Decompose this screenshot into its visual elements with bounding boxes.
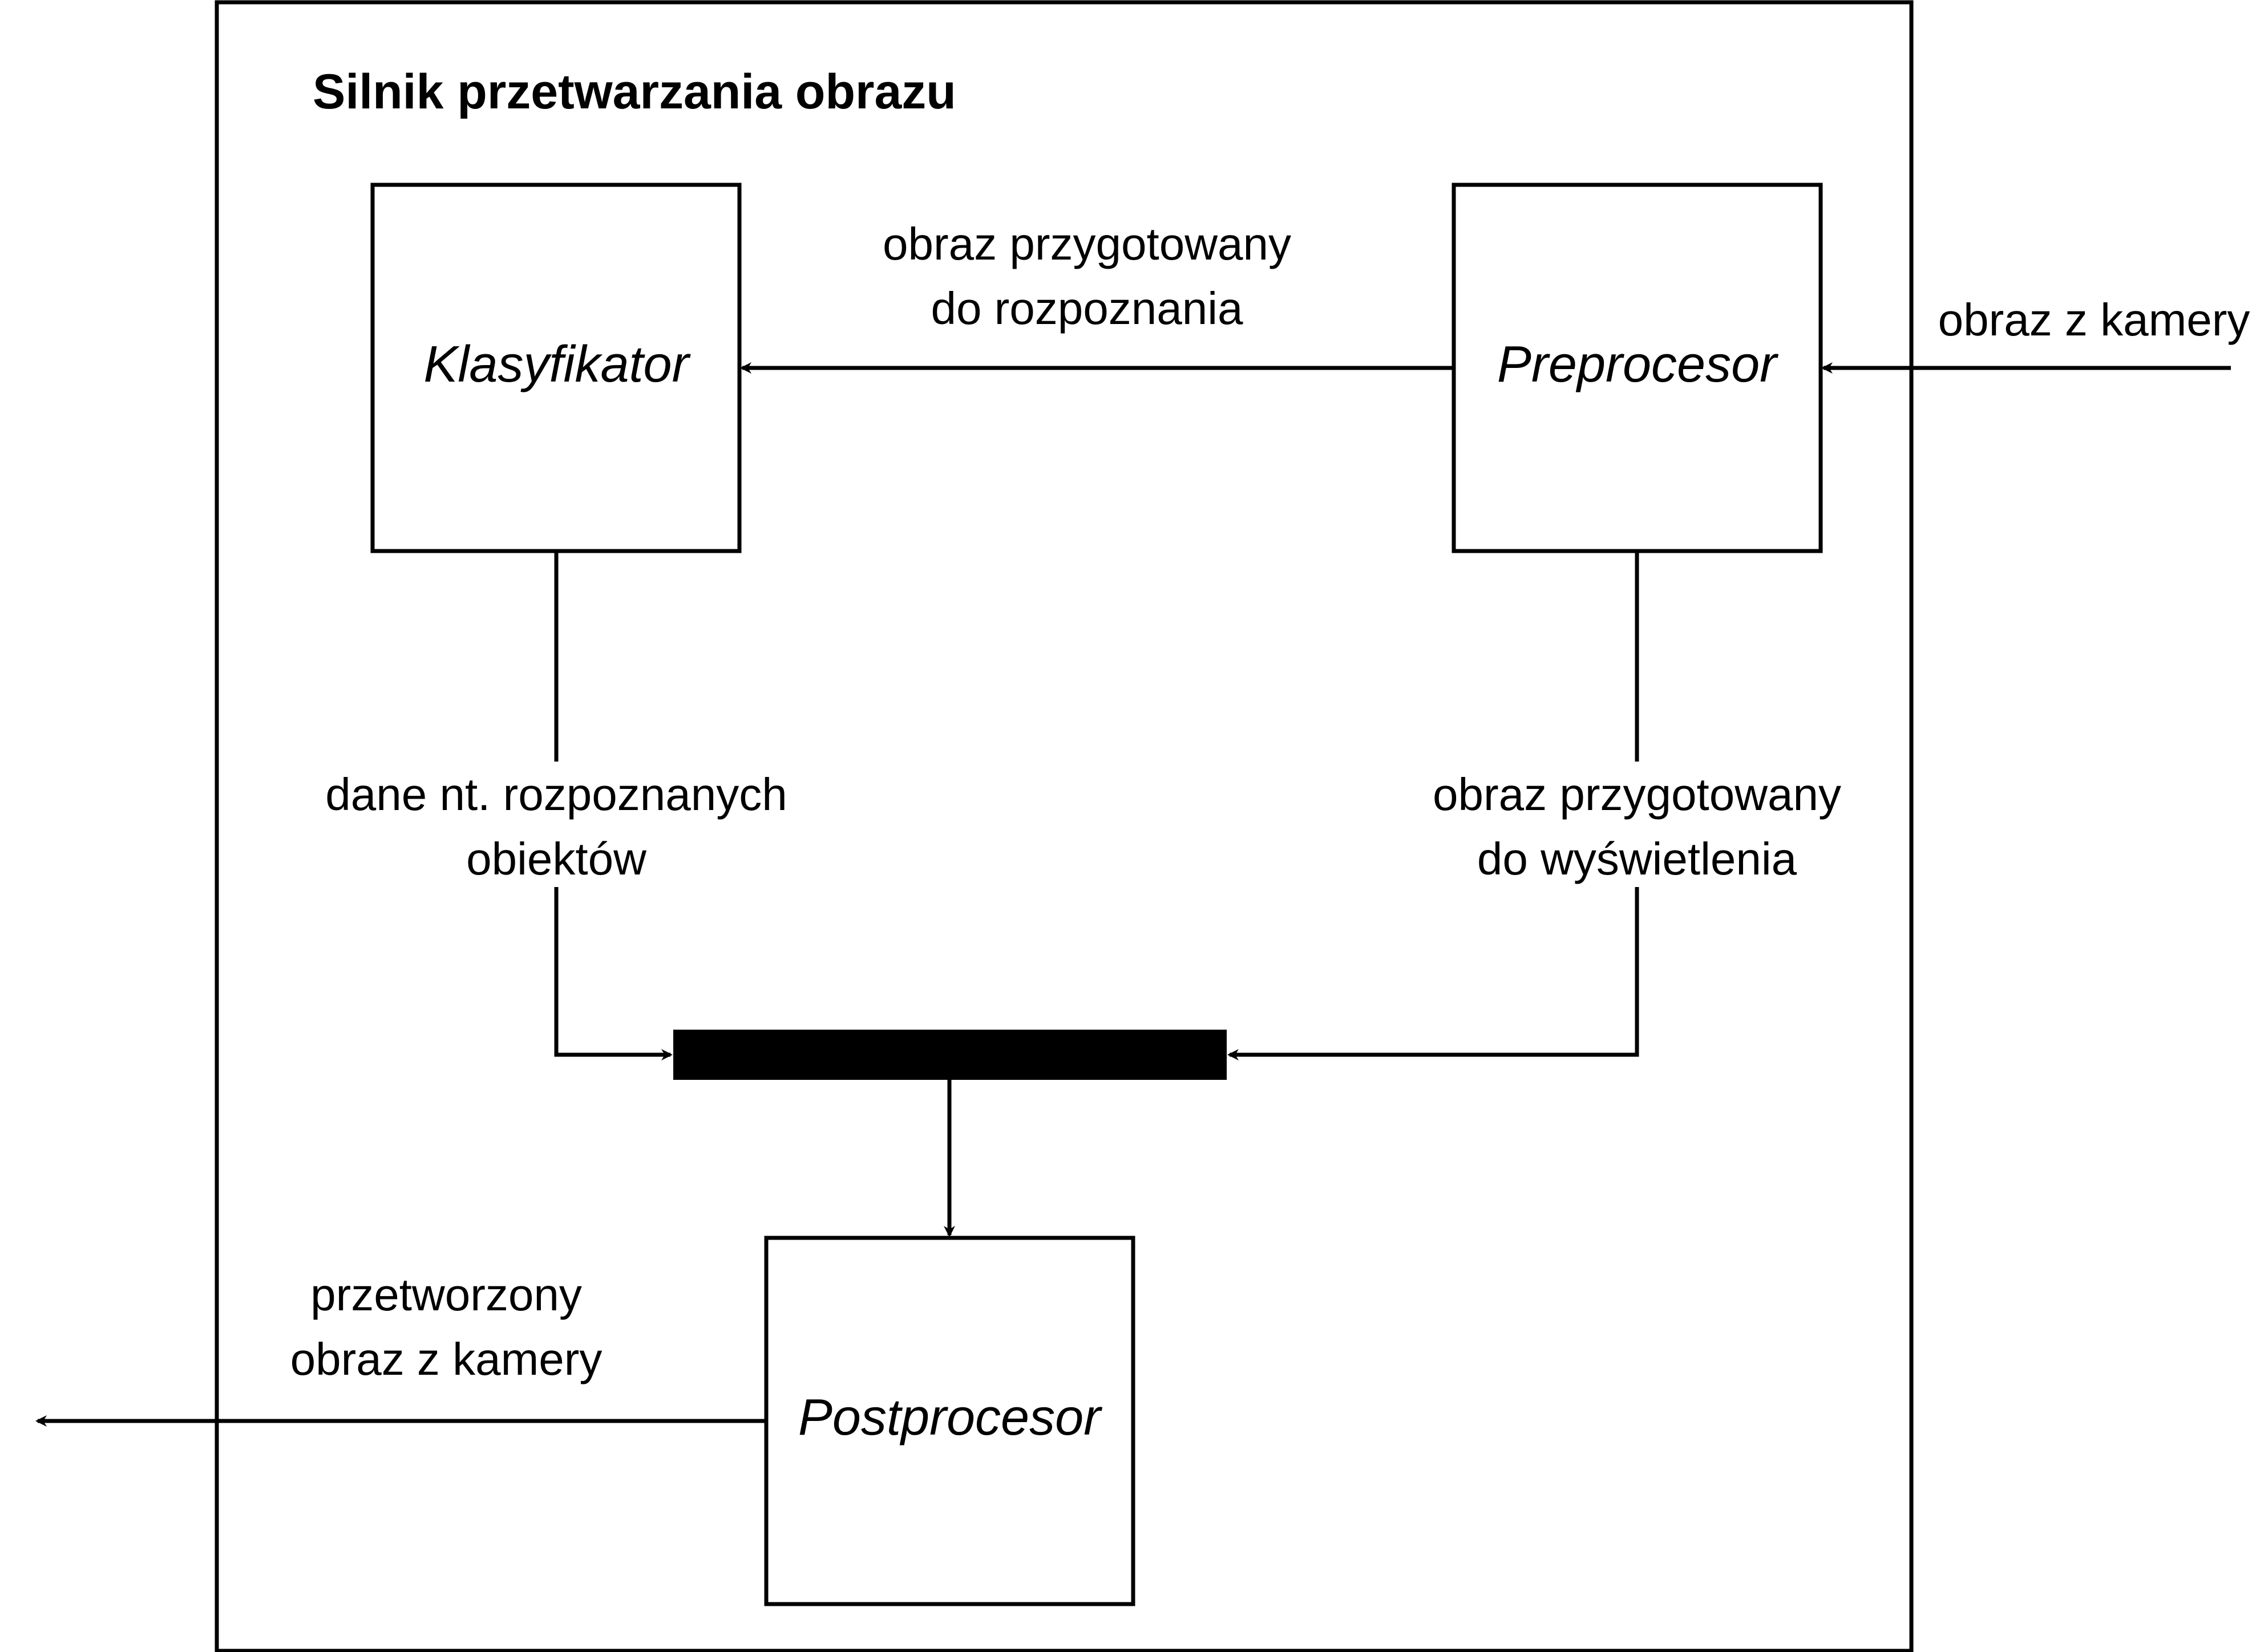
- prepared-for-display-arrow: [1227, 887, 1639, 1060]
- preprocessor-node[interactable]: Preprocesor: [1452, 183, 1823, 553]
- processed-output-label-line1: przetworzony: [310, 1269, 582, 1320]
- prepared-for-display-label-line1: obraz przygotowany: [1433, 769, 1841, 820]
- recognized-objects-label-line1: dane nt. rozpoznanych: [325, 769, 787, 820]
- prepared-for-display-label-line2: do wyświetlenia: [1477, 833, 1797, 884]
- classifier-node[interactable]: Klasyfikator: [370, 183, 742, 553]
- postprocessor-node[interactable]: Postprocesor: [764, 1236, 1135, 1606]
- prepared-for-recognition-label-line2: do rozpoznania: [931, 283, 1243, 334]
- preprocessor-label: Preprocesor: [1497, 336, 1778, 393]
- preprocessor-box: [1452, 183, 1823, 553]
- classifier-box: [370, 183, 742, 553]
- postprocessor-label: Postprocesor: [798, 1389, 1102, 1446]
- camera-input-label: obraz z kamery: [1938, 294, 2250, 345]
- engine-title: Silnik przetwarzania obrazu: [313, 64, 956, 119]
- prepared-for-recognition-label-line1: obraz przygotowany: [883, 218, 1291, 269]
- postprocessor-box: [764, 1236, 1135, 1606]
- recognized-objects-label-line2: obiektów: [466, 833, 646, 884]
- join-bar: [673, 1030, 1227, 1080]
- recognized-objects-arrow: [554, 887, 673, 1060]
- classifier-label: Klasyfikator: [423, 336, 690, 393]
- processed-output-label-line2: obraz z kamery: [290, 1334, 603, 1384]
